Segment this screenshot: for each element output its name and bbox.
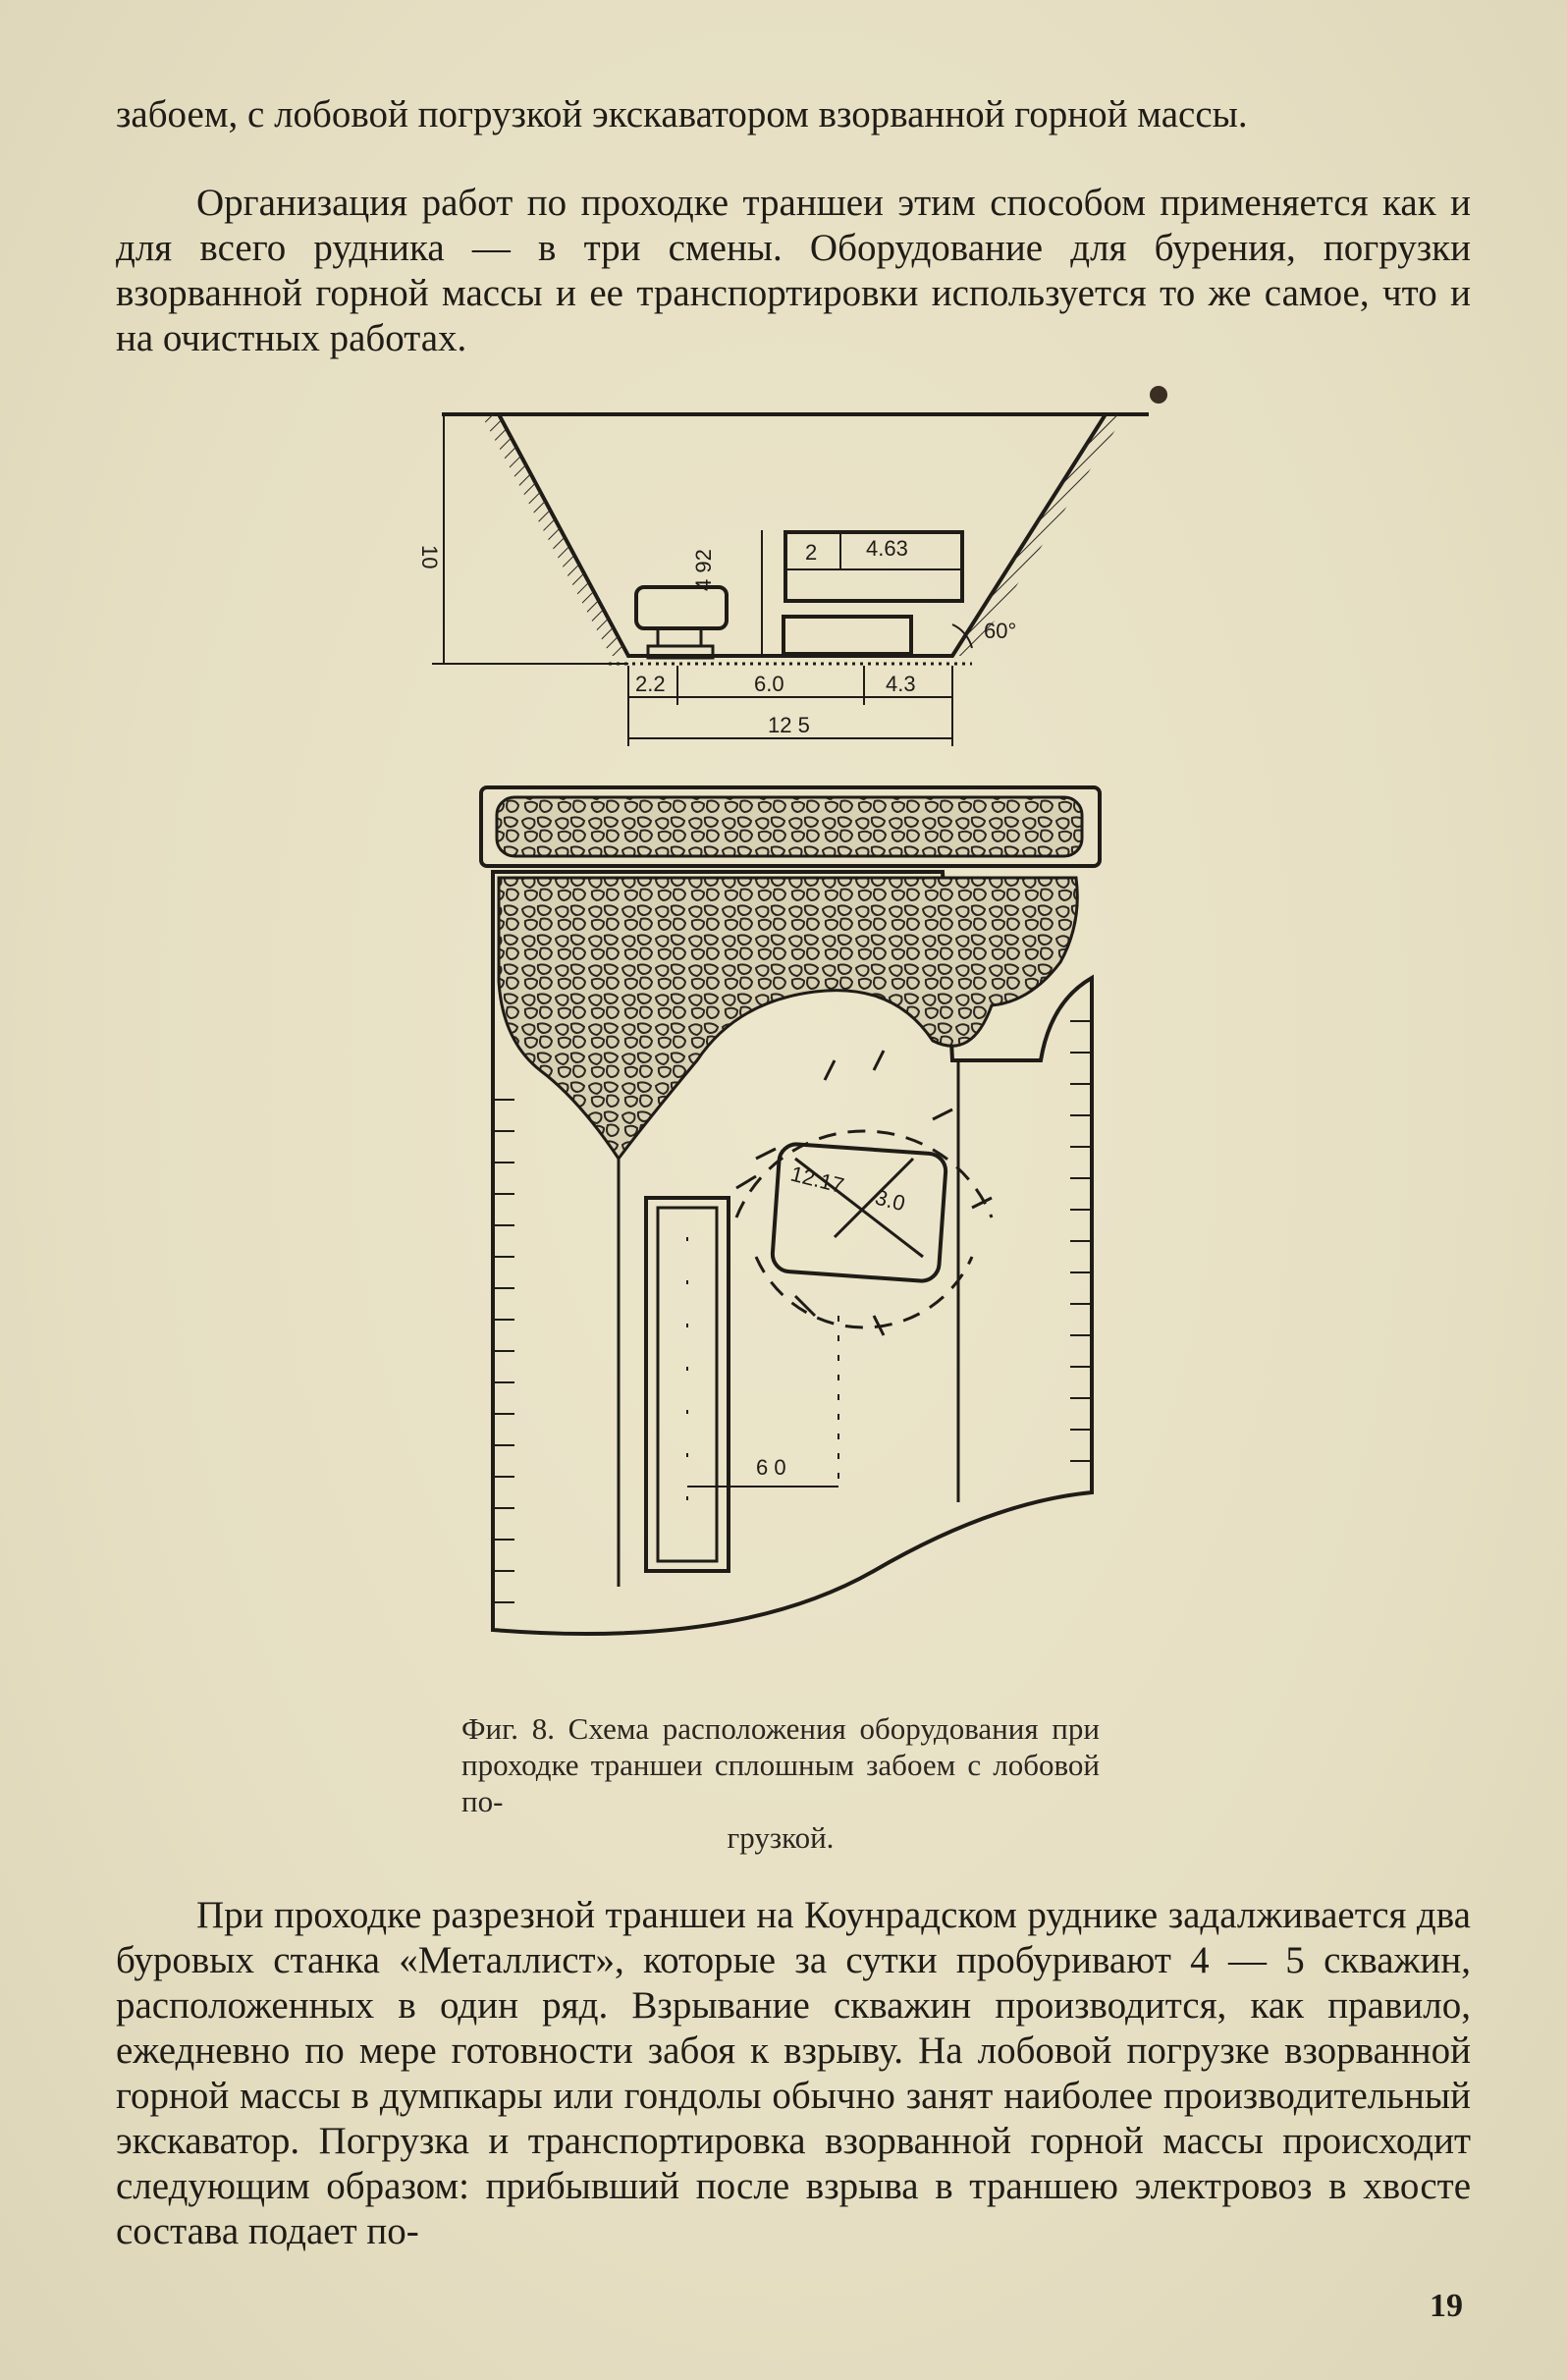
figure-caption-main: Фиг. 8. Схема расположения оборудования … — [461, 1711, 1100, 1818]
dump-car-body — [784, 530, 964, 603]
left-wall-hatching — [481, 414, 628, 656]
dim-plan-radius-a: 12.17 — [788, 1162, 846, 1199]
excavator-tracks — [646, 644, 715, 660]
dim-height: 10 — [417, 545, 442, 568]
train-track-outline — [644, 1196, 730, 1573]
dim-plan-offset: 6 0 — [756, 1455, 786, 1480]
excavator-body — [634, 585, 729, 630]
dim-car-number: 2 — [805, 540, 817, 565]
dim-plan-radius-b: 3.0 — [873, 1185, 908, 1217]
bench-rubble-strip — [495, 795, 1084, 858]
figure-caption: Фиг. 8. Схема расположения оборудования … — [461, 1710, 1100, 1856]
trench-cross-section: 10 2 4.63 4 92 60° — [417, 386, 1167, 746]
paragraph-organization-text: Организация работ по проходке траншеи эт… — [116, 182, 1471, 359]
dim-angle: 60° — [984, 619, 1016, 643]
excavator-plan-icon: 12.17 3.0 — [734, 1050, 994, 1336]
dim-bottom-left: 2.2 — [635, 672, 666, 696]
plan-left-ticks — [493, 1099, 514, 1603]
right-wall-hatching — [952, 414, 1125, 656]
figure-8: 10 2 4.63 4 92 60° — [187, 373, 1463, 1669]
dim-car-width: 4.63 — [866, 536, 908, 561]
paragraph-organization: Организация работ по проходке траншеи эт… — [116, 181, 1471, 361]
figure-8-drawing: 10 2 4.63 4 92 60° — [417, 386, 1167, 1636]
paragraph-intro: забоем, с лобовой погрузкой экскаватором… — [116, 92, 1471, 137]
plan-outline — [491, 870, 1094, 1636]
page-number: 19 — [1430, 2288, 1463, 2324]
dim-car-height: 4 92 — [691, 549, 716, 591]
blasted-rock-mass — [497, 876, 1079, 1162]
figure-caption-last: грузкой. — [727, 1820, 835, 1855]
dump-car-bogie — [782, 615, 913, 656]
paragraph-main: При проходке разрезной траншеи на Коунра… — [116, 1893, 1471, 2254]
paragraph-main-text: При проходке разрезной траншеи на Коунра… — [116, 1894, 1471, 2252]
dim-bottom-right: 4.3 — [886, 672, 916, 696]
trench-plan-view: 12.17 3.0 6 0 — [479, 785, 1102, 1636]
ink-dot-icon — [1150, 386, 1167, 404]
dim-bottom-mid: 6.0 — [754, 672, 784, 696]
dim-bottom-total: 12 5 — [768, 713, 810, 737]
plan-right-ticks — [1070, 1020, 1092, 1462]
paragraph-intro-text: забоем, с лобовой погрузкой экскаватором… — [116, 93, 1248, 135]
